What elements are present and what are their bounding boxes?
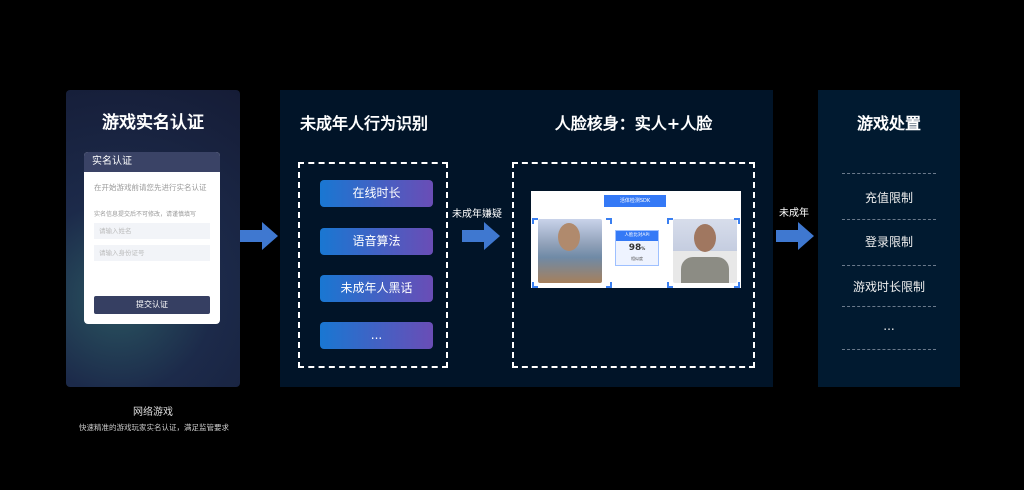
behavior-item: 未成年人黑话 bbox=[320, 275, 433, 302]
id-photo bbox=[673, 219, 737, 283]
arrow-right-icon bbox=[240, 222, 278, 250]
card-header: 实名认证 bbox=[84, 152, 220, 172]
selfie-photo bbox=[538, 219, 602, 283]
behavior-title: 未成年人行为识别 bbox=[299, 114, 428, 133]
id-number-input[interactable]: 请输入身份证号 bbox=[94, 245, 210, 261]
similarity-score: 98 bbox=[628, 243, 642, 253]
behavior-item: 在线时长 bbox=[320, 180, 433, 207]
behavior-item: 语音算法 bbox=[320, 228, 433, 255]
disposal-title: 游戏处置 bbox=[856, 114, 921, 133]
disposal-item: ... bbox=[883, 319, 895, 333]
disposal-item: 充值限制 bbox=[864, 191, 913, 205]
api-label: 人脸比对API bbox=[616, 231, 658, 241]
suspect-label: 未成年嫌疑 bbox=[452, 209, 502, 220]
face-box: 活体检测SDK 人脸比对API 98% 相似度 bbox=[512, 162, 755, 368]
submit-button[interactable]: 提交认证 bbox=[94, 296, 210, 314]
caption: 网络游戏 bbox=[133, 407, 173, 418]
behavior-item: ... bbox=[320, 322, 433, 349]
description: 快速精准的游戏玩家实名认证，满足监管要求 bbox=[79, 423, 229, 432]
score-label: 相似度 bbox=[631, 256, 643, 261]
real-name-panel: 游戏实名认证 实名认证 在开始游戏前请您先进行实名认证 实名信息提交后不可修改，… bbox=[66, 90, 240, 387]
face-title: 人脸核身：实人+人脸 bbox=[554, 114, 713, 133]
disposal-panel: 游戏处置 充值限制 登录限制 游戏时长限制 ... bbox=[818, 90, 960, 387]
panel-title: 游戏实名认证 bbox=[102, 113, 204, 133]
minor-label: 未成年 bbox=[779, 208, 809, 219]
sdk-label: 活体检测SDK bbox=[604, 195, 666, 207]
disposal-item: 登录限制 bbox=[864, 235, 913, 249]
disposal-item: 游戏时长限制 bbox=[852, 280, 925, 294]
score-unit: % bbox=[641, 246, 646, 251]
face-verification-image: 活体检测SDK 人脸比对API 98% 相似度 bbox=[531, 191, 741, 288]
arrow-right-icon bbox=[462, 222, 500, 250]
behavior-box: 在线时长 语音算法 未成年人黑话 ... bbox=[298, 162, 448, 368]
process-panel: 未成年人行为识别 人脸核身：实人+人脸 在线时长 语音算法 未成年人黑话 ...… bbox=[280, 90, 773, 387]
card-intro: 在开始游戏前请您先进行实名认证 bbox=[94, 183, 207, 192]
arrow-right-icon bbox=[776, 222, 814, 250]
name-input[interactable]: 请输入姓名 bbox=[94, 223, 210, 239]
compare-result: 人脸比对API 98% 相似度 bbox=[615, 230, 659, 266]
card-note: 实名信息提交后不可修改，请谨慎填写 bbox=[94, 211, 197, 218]
verification-card: 实名认证 在开始游戏前请您先进行实名认证 实名信息提交后不可修改，请谨慎填写 请… bbox=[84, 152, 220, 324]
